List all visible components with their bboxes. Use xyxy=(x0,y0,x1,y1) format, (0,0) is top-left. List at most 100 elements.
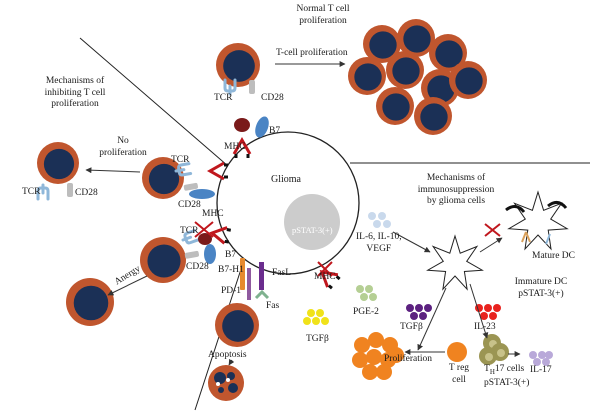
pd-1-receptor xyxy=(247,268,251,300)
cd28-receptor-left xyxy=(67,183,73,197)
receptors-layer xyxy=(36,78,568,300)
heading-line: Mechanisms of xyxy=(426,173,486,183)
cd28-receptor xyxy=(183,182,198,191)
nucleus-fragment xyxy=(228,383,238,393)
no-proliferation-label: No proliferation xyxy=(93,136,153,159)
inhibition-cross xyxy=(317,261,333,277)
arrows-layer xyxy=(85,61,521,366)
mature-dc-label: Mature DC xyxy=(532,251,576,261)
molecules-layer xyxy=(303,212,553,366)
label-line: pSTAT-3(+) xyxy=(518,288,564,299)
molecule xyxy=(321,317,329,325)
vesicle xyxy=(226,378,230,382)
b7-h1-label: B7-H1 xyxy=(218,265,244,275)
molecule xyxy=(369,293,377,301)
heading-line: by glioma cells xyxy=(426,196,486,206)
maturation-block-cross xyxy=(484,223,501,237)
treg-cell xyxy=(362,364,378,380)
treg-cell xyxy=(352,352,368,368)
il17-molecules xyxy=(529,351,553,366)
cd28-label: CD28 xyxy=(186,262,209,272)
pge-2-label: PGE-2 xyxy=(353,307,379,317)
tcr-receptor-left xyxy=(36,183,50,201)
fas-label: Fas xyxy=(266,301,280,311)
molecule xyxy=(545,351,553,359)
molecule xyxy=(419,312,427,320)
pd-1-label: PD-1 xyxy=(221,286,242,296)
mhc-label: MHC xyxy=(202,209,224,219)
apoptotic-cell xyxy=(208,365,244,401)
glioma-nucleus xyxy=(284,194,340,250)
b7-molecule-low xyxy=(204,244,216,264)
cells-layer xyxy=(37,19,569,401)
cell-nucleus xyxy=(392,57,420,85)
cell-nucleus xyxy=(369,31,397,59)
nucleus-fragment xyxy=(214,372,226,384)
t-reg-cell xyxy=(447,342,467,362)
nucleus-fragment xyxy=(218,387,224,393)
tcr-receptor xyxy=(181,229,200,245)
proliferating-t-cell xyxy=(348,57,386,95)
label-line: T reg xyxy=(448,363,470,373)
cd28-receptor xyxy=(249,80,255,94)
heading-line: proliferation xyxy=(299,15,347,26)
tcr-receptor-mid xyxy=(174,162,193,177)
cytokine-arrow xyxy=(392,231,431,253)
mhc-molecule-low xyxy=(209,226,232,245)
cell-membrane xyxy=(208,365,244,401)
molecule xyxy=(406,304,414,312)
cd28-label: CD28 xyxy=(178,200,201,210)
cell-nucleus xyxy=(73,285,109,321)
maturation-arrow xyxy=(479,237,503,253)
molecule xyxy=(542,358,550,366)
molecule xyxy=(373,220,381,228)
b7-molecule-top xyxy=(255,116,269,138)
tgf-beta-label: TGFβ xyxy=(306,334,329,344)
cd28-label: CD28 xyxy=(261,93,284,103)
tcr-label: TCR xyxy=(180,226,199,236)
immature-dc xyxy=(426,234,484,291)
label-line: IL-6, IL-10, xyxy=(356,232,402,242)
molecule xyxy=(538,351,546,359)
tgf-beta-label: TGFβ xyxy=(400,322,423,332)
cell-nucleus xyxy=(354,63,382,91)
mhc-label: MHC xyxy=(224,142,246,152)
treg-cell xyxy=(366,349,382,365)
th17-cells xyxy=(479,334,509,365)
il-17-label: IL-17 xyxy=(530,365,552,375)
heading-line: inhibiting T cell xyxy=(44,87,106,98)
tcr-receptor xyxy=(174,162,193,177)
cd28-receptor xyxy=(184,250,199,259)
glioma-label: Glioma xyxy=(271,174,301,185)
inhibition-cross xyxy=(194,221,214,238)
cd28-label: CD28 xyxy=(75,188,98,198)
heading-line: proliferation xyxy=(51,99,99,109)
immunosuppression-mechanisms-heading: Mechanisms of immunosuppression by gliom… xyxy=(396,173,516,208)
tcr-label: TCR xyxy=(171,155,190,165)
fasl-ligand xyxy=(259,262,264,290)
heading-line: immunosuppression xyxy=(417,184,495,195)
molecule xyxy=(480,312,488,320)
normal-proliferation-heading: Normal T cell proliferation xyxy=(268,4,378,27)
tcr-receptor-low xyxy=(181,229,200,245)
fasl-label: FasL xyxy=(272,268,291,278)
proliferating-t-cell xyxy=(414,97,452,135)
mature-dc-costim xyxy=(545,233,551,245)
cell-nucleus xyxy=(147,244,181,278)
tgfb-molecules-left xyxy=(303,309,329,325)
molecule xyxy=(424,304,432,312)
molecule xyxy=(360,293,368,301)
molecule xyxy=(356,285,364,293)
molecule xyxy=(368,212,376,220)
cell-nucleus xyxy=(223,50,255,82)
tcr-label: TCR xyxy=(22,187,41,197)
treg-cell xyxy=(388,347,404,363)
cell-nucleus xyxy=(435,40,463,68)
mhc-cap xyxy=(327,275,341,290)
mhc-molecule-top xyxy=(232,136,252,158)
fas-receptor xyxy=(254,289,270,300)
molecule xyxy=(378,212,386,220)
th17-nucleus xyxy=(497,349,505,357)
label-line: Immature DC xyxy=(514,277,568,287)
proliferating-t-cell xyxy=(397,19,435,57)
